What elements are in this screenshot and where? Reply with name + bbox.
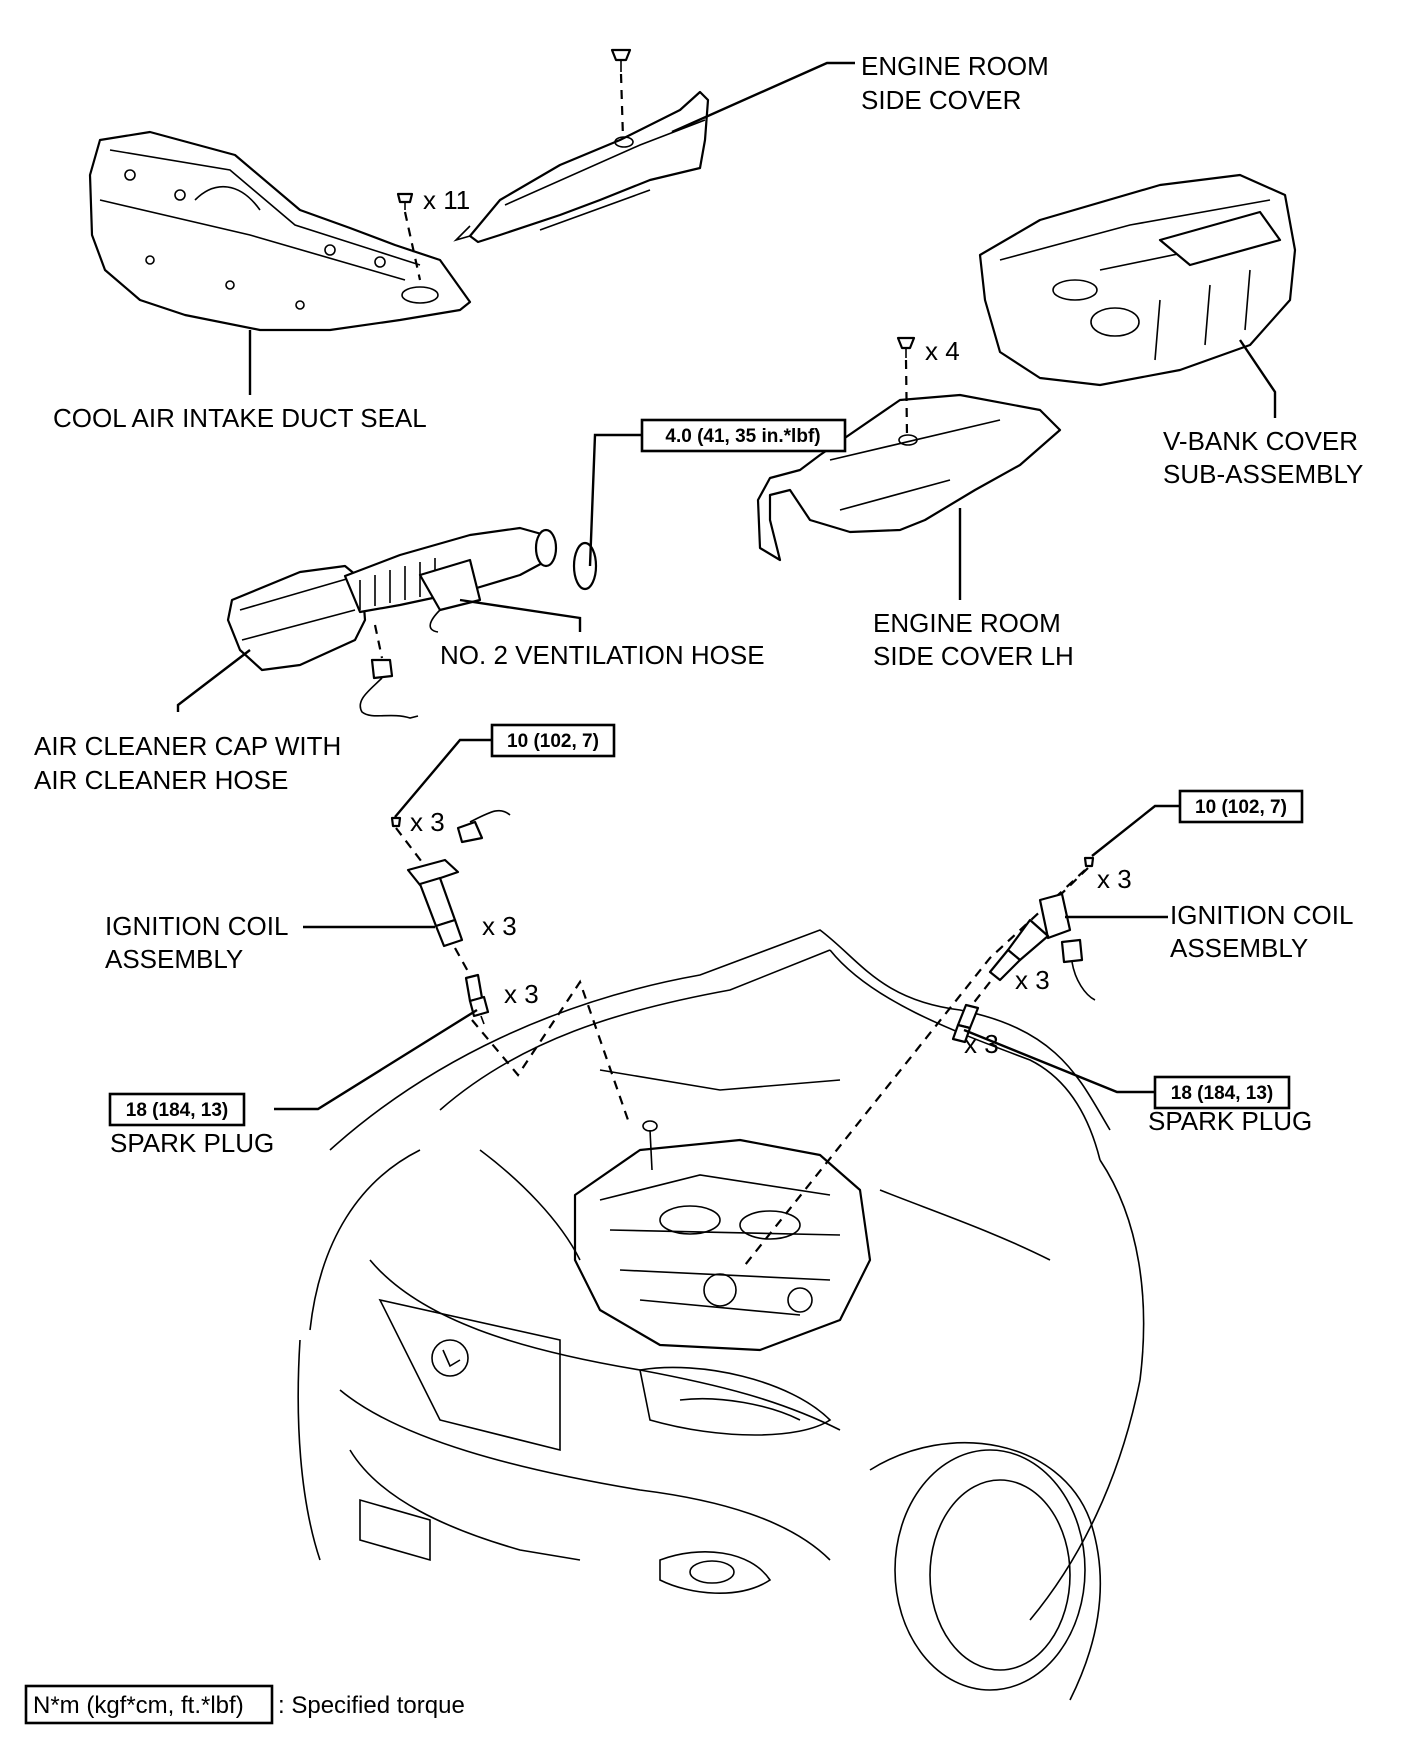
qty-plug-left: x 3 xyxy=(504,979,539,1009)
label-ignition-coil-right-1: IGNITION COIL xyxy=(1170,900,1353,930)
torque-value: 10 (102, 7) xyxy=(1195,797,1287,818)
label-air-cleaner-cap-2: AIR CLEANER HOSE xyxy=(34,765,288,795)
air-cleaner-cap xyxy=(226,526,558,672)
torque-box-air-cleaner: 4.0 (41, 35 in.*lbf) xyxy=(640,418,847,453)
vehicle-illustration xyxy=(297,929,1145,1701)
engine-room-side-cover xyxy=(453,90,710,244)
cool-air-intake-duct-seal xyxy=(88,130,472,332)
torque-box-coil-left: 10 (102, 7) xyxy=(490,723,616,758)
qty-coil-right: x 3 xyxy=(1015,965,1050,995)
legend-unit: N*m (kgf*cm, ft.*lbf) xyxy=(33,1692,244,1719)
torque-value: 10 (102, 7) xyxy=(507,731,599,752)
label-ignition-coil-left-1: IGNITION COIL xyxy=(105,911,288,941)
v-bank-cover xyxy=(978,173,1297,387)
legend-meaning: : Specified torque xyxy=(278,1692,465,1719)
torque-box-coil-right: 10 (102, 7) xyxy=(1178,789,1304,824)
qty-duct-seal-clips: x 11 xyxy=(423,185,470,215)
torque-box-plug-right: 18 (184, 13) xyxy=(1153,1075,1291,1110)
label-air-cleaner-cap-1: AIR CLEANER CAP WITH xyxy=(34,731,341,761)
torque-legend: N*m (kgf*cm, ft.*lbf) : Specified torque xyxy=(24,1684,465,1725)
qty-coil-left: x 3 xyxy=(482,911,517,941)
label-spark-plug-right: SPARK PLUG xyxy=(1148,1106,1312,1136)
leader-lines xyxy=(176,61,1277,1111)
hose-clamp xyxy=(572,541,598,591)
torque-box-plug-left: 18 (184, 13) xyxy=(108,1092,246,1127)
label-engine-room-side-cover-lh-2: SIDE COVER LH xyxy=(873,641,1074,671)
torque-value: 18 (184, 13) xyxy=(126,1100,228,1121)
right-bank-dash-line xyxy=(744,869,1086,1266)
qty-coil-bolt-left: x 3 xyxy=(410,807,445,837)
label-engine-room-side-cover-lh-1: ENGINE ROOM xyxy=(873,608,1061,638)
ignition-coil-left xyxy=(390,809,511,976)
torque-value: 18 (184, 13) xyxy=(1171,1083,1273,1104)
ignition-coil-right xyxy=(971,856,1096,1006)
label-no2-ventilation-hose: NO. 2 VENTILATION HOSE xyxy=(440,640,765,670)
label-v-bank-cover-2: SUB-ASSEMBLY xyxy=(1163,459,1363,489)
qty-coil-bolt-right: x 3 xyxy=(1097,864,1132,894)
left-bank-dash-line xyxy=(471,979,630,1121)
qty-side-cover-lh-clips: x 4 xyxy=(925,336,960,366)
label-engine-room-side-cover-2: SIDE COVER xyxy=(861,85,1021,115)
torque-value: 4.0 (41, 35 in.*lbf) xyxy=(665,426,820,447)
spark-plug-right xyxy=(951,1003,980,1044)
engine-room-side-cover-lh xyxy=(756,393,1062,562)
label-spark-plug-left: SPARK PLUG xyxy=(110,1128,274,1158)
label-cool-air-intake-duct-seal: COOL AIR INTAKE DUCT SEAL xyxy=(53,403,427,433)
label-ignition-coil-right-2: ASSEMBLY xyxy=(1170,933,1308,963)
duct-seal-clip xyxy=(396,192,422,281)
label-v-bank-cover-1: V-BANK COVER xyxy=(1163,426,1358,456)
label-ignition-coil-left-2: ASSEMBLY xyxy=(105,944,243,974)
spark-plug-left xyxy=(464,973,490,1025)
air-cleaner-connector xyxy=(359,624,419,719)
side-cover-clip xyxy=(610,48,632,139)
label-engine-room-side-cover-1: ENGINE ROOM xyxy=(861,51,1049,81)
side-cover-lh-clip xyxy=(896,336,916,437)
qty-plug-right: x 3 xyxy=(964,1029,999,1059)
